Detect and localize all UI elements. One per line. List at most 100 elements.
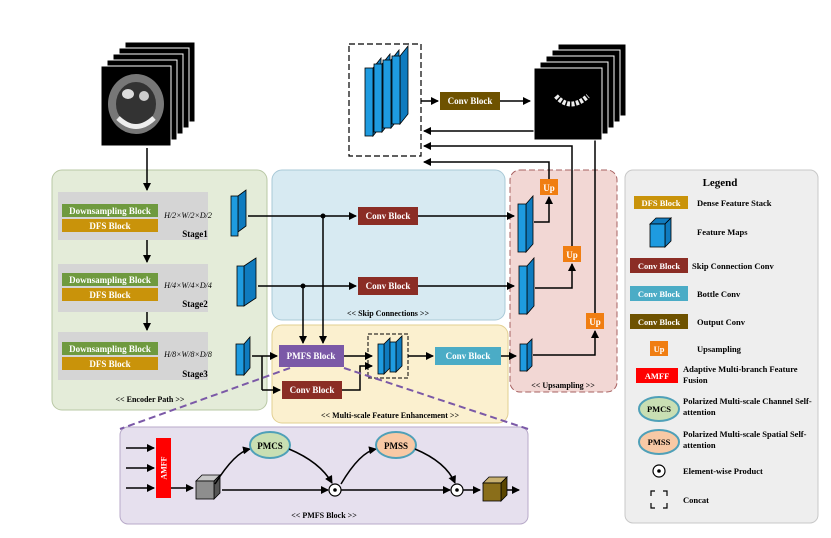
svg-text:Conv Block: Conv Block <box>638 317 681 327</box>
legend-pmcs-text-wrap: Polarized Multi-scale Channel Self-atten… <box>683 396 812 417</box>
legend-up-swatch <box>650 341 668 356</box>
upsampling-caption: << Upsampling >> <box>531 381 595 390</box>
legend-up-text: Upsampling <box>697 344 742 354</box>
legend-amff-text-wrap: Adaptive Multi-branch Feature Fusion <box>683 364 798 385</box>
pmfs-detail-region <box>119 426 529 525</box>
skip-region <box>271 169 506 321</box>
svg-text:Downsampling Block: Downsampling Block <box>69 275 151 285</box>
up-block-2 <box>563 246 581 262</box>
legend-skip-conv-swatch <box>630 258 688 273</box>
feature-map-stage3 <box>235 335 251 377</box>
output-feature-maps <box>364 44 409 138</box>
concat-feature-maps <box>377 335 403 375</box>
up-block-3 <box>586 313 604 329</box>
dfs-block-3 <box>62 357 158 370</box>
legend-pmss-text: Polarized Multi-scale Spatial Self-atten… <box>683 429 807 450</box>
dfs-block-1 <box>62 219 158 232</box>
legend-feature-map-icon <box>649 217 672 248</box>
stage1-dims: H/2×W/2×D/2 <box>163 211 212 220</box>
svg-text:Up: Up <box>543 183 555 193</box>
svg-text:DFS Block: DFS Block <box>89 221 130 231</box>
feature-map-stage1 <box>230 189 247 237</box>
svg-text:Conv Block: Conv Block <box>366 211 411 221</box>
up-feature-map-1 <box>517 194 534 254</box>
stage3-dims: H/8×W/8×D/8 <box>163 350 212 359</box>
svg-text:AMFF: AMFF <box>160 456 169 479</box>
output-concat-box <box>348 43 422 157</box>
fm1-to-up1-arrow <box>534 196 553 223</box>
legend-output-conv-text: Output Conv <box>697 317 746 327</box>
cube-to-pmcs-arrow <box>214 446 251 485</box>
amff-block <box>156 438 171 498</box>
legend-bottle-conv-text: Bottle Conv <box>697 289 741 299</box>
svg-text:Conv Block: Conv Block <box>290 385 335 395</box>
stage3-label: Stage3 <box>182 369 208 379</box>
up-feature-map-3 <box>519 338 533 372</box>
stage2-dims: H/4×W/4×D/4 <box>163 281 212 290</box>
upsampling-region <box>509 169 618 393</box>
up-block-1 <box>540 179 558 195</box>
pmfs-output-cube <box>482 476 508 502</box>
stage1-label: Stage1 <box>182 229 208 239</box>
product1-to-pmss-arrow <box>340 446 377 485</box>
legend-concat-text: Concat <box>683 495 709 505</box>
downsampling-block-2 <box>62 273 158 286</box>
msfe-caption: << Multi-scale Feature Enhancement >> <box>321 411 460 420</box>
svg-text:Downsampling Block: Downsampling Block <box>69 344 151 354</box>
svg-text:Conv Block: Conv Block <box>366 281 411 291</box>
output-conv-block <box>440 92 500 110</box>
skip-conv-block-2 <box>358 277 418 295</box>
svg-text:Up: Up <box>566 250 578 260</box>
skip-conv-block-1 <box>358 207 418 225</box>
legend-output-conv-swatch <box>630 314 688 329</box>
legend-pmcs-text: Polarized Multi-scale Channel Self-atten… <box>683 396 812 417</box>
legend-concat-icon <box>650 490 668 509</box>
msfe-conv-block <box>282 381 342 399</box>
svg-text:Conv Block: Conv Block <box>638 261 681 271</box>
fm3-to-up3-arrow <box>533 330 599 356</box>
svg-text:DFS Block: DFS Block <box>642 198 681 208</box>
legend-title: Legend <box>703 177 738 189</box>
segmentation-output-stack <box>533 43 627 141</box>
pmfs-detail-caption: << PMFS Block >> <box>291 511 357 520</box>
legend-pmcs-swatch <box>638 396 680 422</box>
downsampling-block-1 <box>62 204 158 217</box>
ct-input-stack <box>100 41 196 147</box>
legend-amff-swatch <box>636 368 678 383</box>
svg-text:Downsampling Block: Downsampling Block <box>69 206 151 216</box>
svg-text:DFS Block: DFS Block <box>89 290 130 300</box>
svg-text:AMFF: AMFF <box>645 371 670 381</box>
svg-text:Up: Up <box>654 344 665 354</box>
legend-dfs-text: Dense Feature Stack <box>697 198 772 208</box>
encoder-stage3: Downsampling Block DFS Block H/8×W/8×D/8… <box>58 332 212 380</box>
encoder-stage1: Downsampling Block DFS Block H/2×W/2×D/2… <box>58 192 212 240</box>
legend-dfs-swatch <box>634 196 688 209</box>
downsampling-block-3 <box>62 342 158 355</box>
svg-text:Conv Block: Conv Block <box>448 96 493 106</box>
pmcs-block <box>249 431 291 459</box>
encoder-caption: << Encoder Path >> <box>116 395 185 404</box>
pmss-to-product2-arrow <box>414 448 456 484</box>
stage2-label: Stage2 <box>182 299 208 309</box>
svg-text:PMSS: PMSS <box>384 441 408 451</box>
svg-text:Conv Block: Conv Block <box>638 289 681 299</box>
legend-amff-text: Adaptive Multi-branch Feature Fusion <box>683 364 798 385</box>
svg-text:PMCS: PMCS <box>647 404 671 414</box>
legend-pmss-text-wrap: Polarized Multi-scale Spatial Self-atten… <box>683 429 807 450</box>
svg-text:PMCS: PMCS <box>257 441 283 451</box>
up-feature-map-2 <box>518 256 535 316</box>
legend-skip-conv-text: Skip Connection Conv <box>692 261 774 271</box>
bottle-conv-block <box>435 347 501 365</box>
svg-text:PMSS: PMSS <box>648 437 671 447</box>
skip-caption: << Skip Connections >> <box>347 309 429 318</box>
dfs-block-2 <box>62 288 158 301</box>
zoom-line-left <box>119 367 291 430</box>
pmfs-gray-cube <box>195 474 221 500</box>
pmfs-block <box>279 345 344 367</box>
legend-feature-maps-text: Feature Maps <box>697 227 748 237</box>
pmss-block <box>375 431 417 459</box>
svg-text:Up: Up <box>589 317 601 327</box>
up1-to-output-arrow <box>423 158 550 179</box>
conv-to-concat-arrow <box>342 362 373 391</box>
